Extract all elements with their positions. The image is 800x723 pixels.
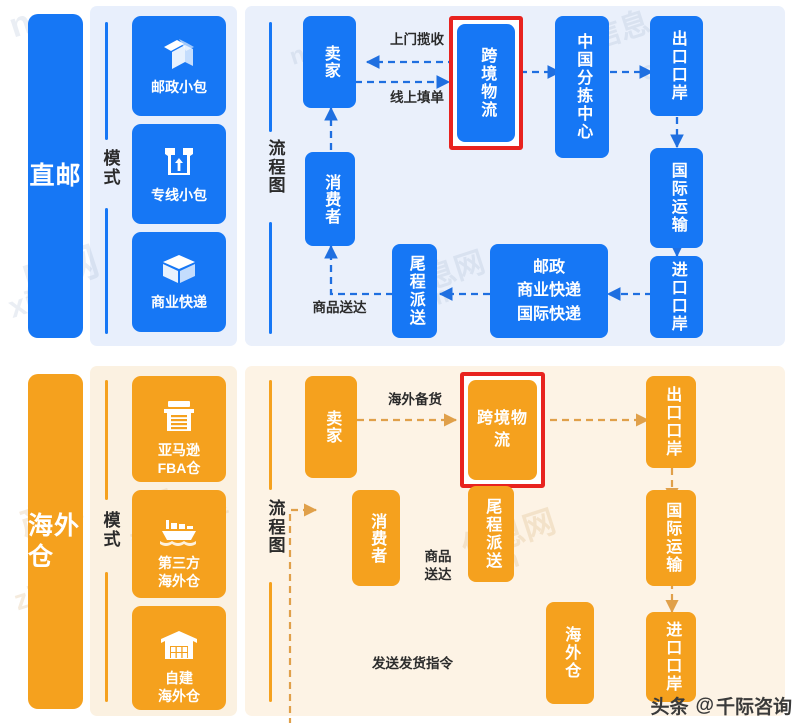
mode-divider-top bbox=[105, 380, 108, 500]
flow-label-direct: 流程图 bbox=[268, 139, 286, 196]
mode-card-label: 亚马逊 FBA仓 bbox=[157, 442, 201, 476]
node-overseas-warehouse[interactable]: 海外仓 bbox=[546, 602, 594, 704]
mode-divider-top bbox=[105, 22, 108, 140]
flow-arrows-direct bbox=[324, 55, 684, 301]
node-cross-border-logistics[interactable]: 跨境物流 bbox=[468, 380, 537, 480]
node-china-sorting-center[interactable]: 中国分拣中心 bbox=[555, 16, 609, 158]
at-icon: @ bbox=[695, 694, 714, 716]
credit-source: 头条 bbox=[650, 697, 689, 718]
credit-brand: 千际咨询 bbox=[715, 697, 792, 718]
mode-card-label: 邮政小包 bbox=[151, 79, 207, 95]
flow-label-oversea: 流程图 bbox=[268, 499, 286, 556]
closed-box-icon bbox=[160, 253, 198, 290]
node-consumer[interactable]: 消费者 bbox=[305, 152, 355, 246]
section-tag-direct-mail: 直邮 bbox=[28, 14, 83, 338]
mode-card-label: 专线小包 bbox=[151, 187, 207, 203]
credit-watermark: 头条 @ 千际咨询 bbox=[650, 692, 792, 719]
section-tag-text: 海外仓 bbox=[28, 512, 81, 571]
amazon-warehouse-icon bbox=[160, 381, 198, 437]
mode-card-label: 第三方 海外仓 bbox=[158, 555, 200, 589]
section-tag-text: 直邮 bbox=[29, 161, 82, 190]
node-last-mile-delivery[interactable]: 尾程派送 bbox=[392, 244, 437, 338]
node-export-port[interactable]: 出口口岸 bbox=[650, 16, 703, 116]
node-import-port[interactable]: 进口口岸 bbox=[646, 612, 696, 702]
mode-label-oversea: 模式 bbox=[103, 511, 121, 549]
mode-divider-bottom bbox=[105, 208, 108, 334]
node-consumer[interactable]: 消费者 bbox=[352, 490, 400, 586]
parcel-box-icon bbox=[160, 36, 198, 75]
node-last-mile-delivery[interactable]: 尾程派送 bbox=[468, 486, 514, 582]
mode-card-amazon-fba[interactable]: 亚马逊 FBA仓 bbox=[132, 376, 226, 482]
section-overseas-warehouse: 产业 zio 网 行程 inxm 信息网 anm 海外仓 模式 亚马逊 FBA仓 bbox=[0, 360, 800, 723]
edge-label-goods-delivered: 商品 送达 bbox=[424, 549, 452, 583]
node-cross-border-logistics[interactable]: 跨境物流 bbox=[457, 24, 515, 142]
edge-label-pickup: 上门揽收 bbox=[390, 32, 444, 47]
node-export-port[interactable]: 出口口岸 bbox=[646, 376, 696, 468]
node-import-port[interactable]: 进口口岸 bbox=[650, 256, 703, 338]
section-tag-overseas-warehouse: 海外仓 bbox=[28, 374, 83, 709]
mode-label-direct: 模式 bbox=[103, 149, 121, 187]
flow-divider-bottom bbox=[269, 222, 272, 334]
edge-label-online-order: 线上填单 bbox=[390, 90, 444, 105]
node-seller[interactable]: 卖家 bbox=[305, 376, 357, 478]
flow-divider-top bbox=[269, 22, 272, 132]
node-seller[interactable]: 卖家 bbox=[303, 16, 356, 108]
mode-card-label: 商业快递 bbox=[151, 294, 207, 310]
flow-divider-top bbox=[269, 380, 272, 490]
mode-card-label: 自建 海外仓 bbox=[158, 670, 200, 704]
node-international-transport[interactable]: 国际运输 bbox=[650, 148, 703, 248]
cargo-ship-icon bbox=[159, 498, 199, 550]
edge-label-send-shipping-order: 发送发货指令 bbox=[372, 656, 453, 671]
warehouse-icon bbox=[159, 611, 199, 665]
node-international-transport[interactable]: 国际运输 bbox=[646, 490, 696, 586]
edge-label-overseas-stocking: 海外备货 bbox=[388, 392, 442, 407]
mode-card-commercial-express[interactable]: 商业快递 bbox=[132, 232, 226, 332]
open-box-arrow-icon bbox=[162, 144, 196, 183]
mode-card-third-party-warehouse[interactable]: 第三方 海外仓 bbox=[132, 490, 226, 598]
edge-label-goods-delivered: 商品送达 bbox=[312, 300, 367, 315]
node-last-mile-carriers[interactable]: 邮政 商业快递 国际快递 bbox=[490, 244, 608, 338]
mode-card-postal-parcel[interactable]: 邮政小包 bbox=[132, 16, 226, 116]
flow-divider-bottom bbox=[269, 582, 272, 702]
mode-card-self-built-warehouse[interactable]: 自建 海外仓 bbox=[132, 606, 226, 710]
mode-card-line-parcel[interactable]: 专线小包 bbox=[132, 124, 226, 224]
mode-divider-bottom bbox=[105, 572, 108, 702]
section-direct-mail: n 息网 xinxi 息x nx 正信息 chnx 信息网 anm 直邮 模式 … bbox=[0, 0, 800, 352]
